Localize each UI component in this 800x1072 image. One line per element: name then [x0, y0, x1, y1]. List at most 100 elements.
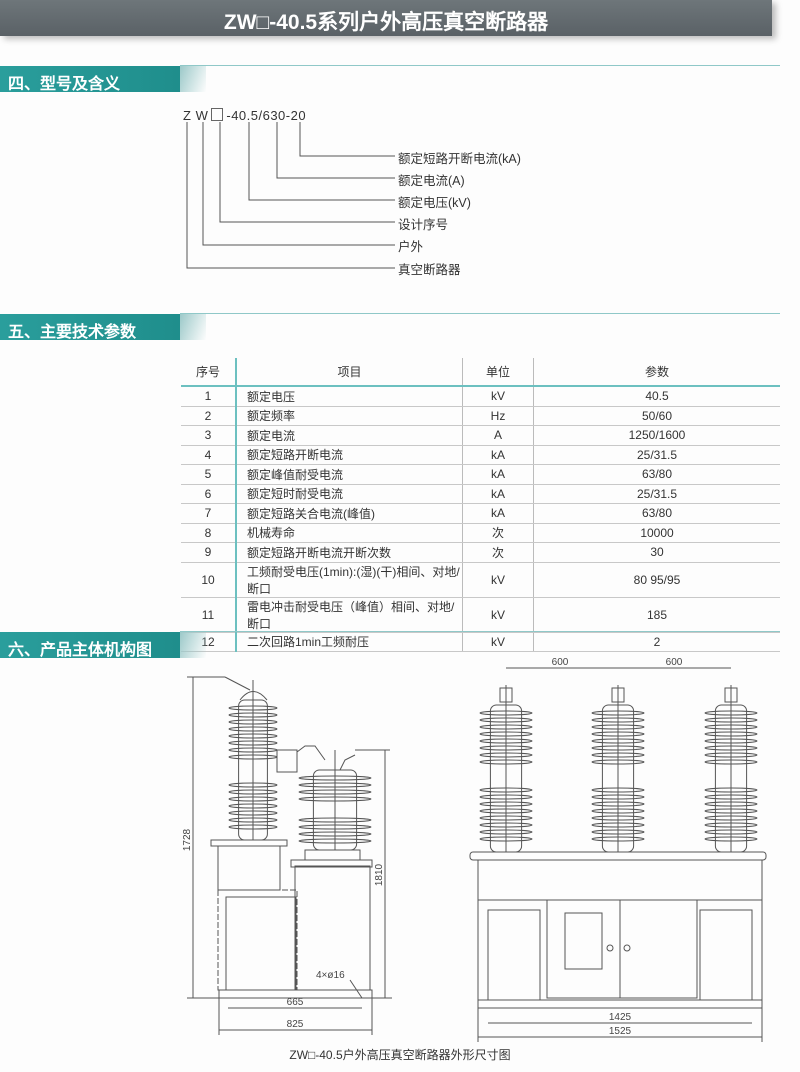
row-value: 63/80 [533, 503, 780, 524]
row-unit: kA [462, 445, 534, 465]
row-value: 1250/1600 [533, 425, 780, 446]
row-unit: kA [462, 503, 534, 524]
row-value: 25/31.5 [533, 445, 780, 465]
section-header-drawing: 六、产品主体机构图 [0, 631, 780, 659]
col-header: 单位 [462, 358, 534, 387]
row-unit: 次 [462, 542, 534, 563]
row-number: 9 [181, 542, 237, 563]
model-part-z: Z [183, 108, 192, 123]
dim-width-1525: 1525 [609, 1026, 632, 1037]
row-item: 额定电流 [236, 425, 463, 446]
meaning-item: 额定电流(A) [398, 174, 465, 188]
dim-width-1425: 1425 [609, 1012, 632, 1023]
row-value: 63/80 [533, 464, 780, 485]
side-insulator-ct [298, 750, 372, 851]
row-number: 3 [181, 425, 237, 446]
dim-width-665: 665 [287, 997, 304, 1008]
meaning-item: 设计序号 [398, 218, 449, 232]
dim-height-1728: 1728 [182, 828, 193, 851]
terminal-block [611, 687, 625, 703]
row-unit: kA [462, 464, 534, 485]
model-part-rating: -40.5/630-20 [226, 108, 307, 123]
row-value: 2 [533, 632, 780, 652]
meaning-item: 额定电压(kV) [398, 196, 471, 210]
front-insulator [704, 685, 758, 853]
section-title: 四、型号及含义 [8, 76, 121, 93]
row-item: 雷电冲击耐受电压（峰值）相间、对地/断口 [236, 597, 463, 633]
model-code: Z W -40.5/630-20 [183, 108, 306, 123]
row-number: 11 [181, 597, 237, 633]
terminal-block [724, 687, 738, 703]
row-value: 25/31.5 [533, 484, 780, 504]
row-number: 6 [181, 484, 237, 504]
row-value: 50/60 [533, 406, 780, 426]
row-number: 7 [181, 503, 237, 524]
section-title: 六、产品主体机构图 [8, 642, 153, 659]
row-item: 额定短路开断电流 [236, 445, 463, 465]
row-unit: kV [462, 562, 534, 598]
front-view-drawing [469, 667, 767, 1042]
row-value: 40.5 [533, 386, 780, 407]
meaning-item: 户外 [398, 240, 424, 254]
model-leader-lines [186, 122, 395, 269]
hole-spec: 4×ø16 [316, 970, 345, 981]
row-number: 5 [181, 464, 237, 485]
row-item: 工频耐受电压(1min):(湿)(干)相间、对地/断口 [236, 562, 463, 598]
section-header-params: 五、主要技术参数 [0, 313, 780, 341]
row-item: 额定电压 [236, 386, 463, 407]
row-number: 4 [181, 445, 237, 465]
page-title: ZW□-40.5系列户外高压真空断路器 [223, 11, 549, 34]
side-view-drawing [187, 676, 392, 1035]
col-header: 序号 [181, 358, 237, 387]
col-header: 项目 [236, 358, 463, 387]
col-header: 参数 [533, 358, 780, 387]
section-title: 五、主要技术参数 [8, 324, 137, 341]
title-banner: ZW□-40.5系列户外高压真空断路器 [0, 0, 772, 36]
row-unit: Hz [462, 406, 534, 426]
dim-spacing-600: 600 [666, 657, 683, 668]
meaning-item: 真空断路器 [398, 263, 461, 277]
row-unit: kV [462, 597, 534, 633]
row-value: 30 [533, 542, 780, 563]
row-unit: 次 [462, 523, 534, 543]
row-item: 额定短路开断电流开断次数 [236, 542, 463, 563]
row-item: 二次回路1min工频耐压 [236, 632, 463, 652]
row-number: 2 [181, 406, 237, 426]
row-item: 额定短路关合电流(峰值) [236, 503, 463, 524]
row-value: 80 95/95 [533, 562, 780, 598]
row-item: 额定峰值耐受电流 [236, 464, 463, 485]
row-value: 10000 [533, 523, 780, 543]
drawing-caption: ZW□-40.5户外高压真空断路器外形尺寸图 [289, 1048, 511, 1062]
design-number-box [211, 108, 224, 121]
row-number: 8 [181, 523, 237, 543]
row-unit: kA [462, 484, 534, 504]
row-number: 1 [181, 386, 237, 407]
front-insulator [591, 685, 645, 853]
model-part-w: W [195, 108, 209, 123]
table-header: 序号 项目 单位 参数 [181, 358, 780, 387]
row-number: 10 [181, 562, 237, 598]
terminal-block [499, 687, 513, 703]
dim-spacing-600: 600 [552, 657, 569, 668]
front-insulator [479, 685, 533, 853]
row-unit: kV [462, 632, 534, 652]
section-header-model: 四、型号及含义 [0, 65, 780, 93]
dim-height-1810: 1810 [374, 863, 385, 886]
row-item: 额定频率 [236, 406, 463, 426]
row-unit: A [462, 425, 534, 446]
